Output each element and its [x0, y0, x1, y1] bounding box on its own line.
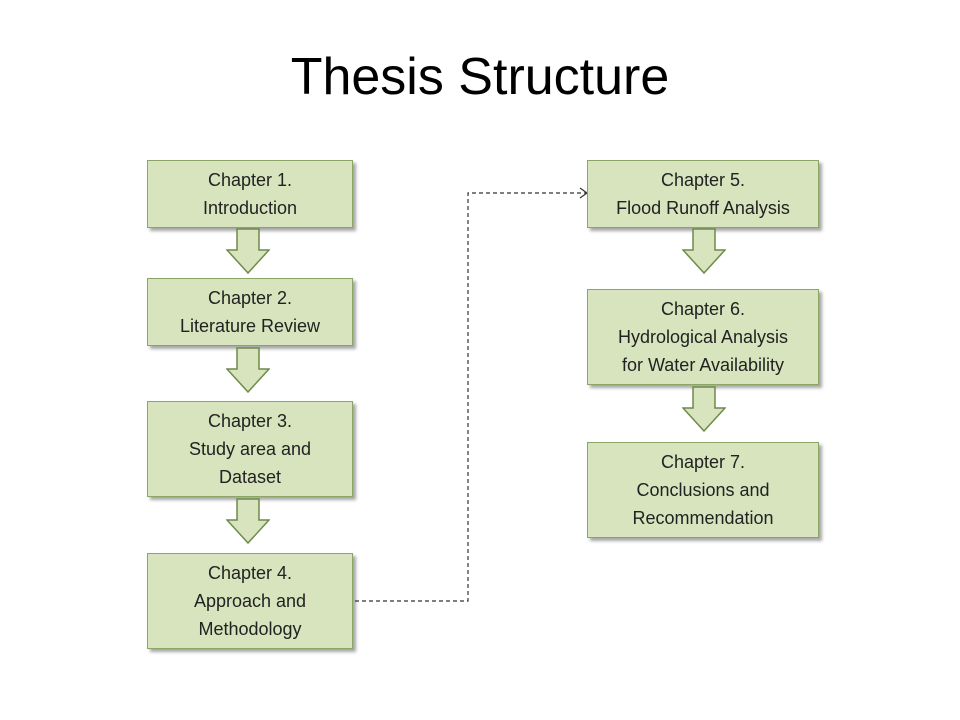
chapter-3-title-line-1: Study area and [188, 439, 312, 459]
chapter-6-title-line-1: Hydrological Analysis [617, 327, 789, 347]
chapter-4-box: Chapter 4. Approach and Methodology [147, 553, 353, 649]
chapter-5-number: Chapter 5. [660, 170, 746, 190]
chapter-3-number: Chapter 3. [207, 411, 293, 431]
chapter-1-title: Introduction [202, 198, 298, 218]
down-arrow-icon [682, 228, 726, 274]
chapter-2-box: Chapter 2. Literature Review [147, 278, 353, 346]
chapter-6-box: Chapter 6. Hydrological Analysis for Wat… [587, 289, 819, 385]
chapter-2-number: Chapter 2. [207, 288, 293, 308]
chapter-7-number: Chapter 7. [660, 452, 746, 472]
chapter-1-box: Chapter 1. Introduction [147, 160, 353, 228]
chapter-4-number: Chapter 4. [207, 563, 293, 583]
chapter-4-title-line-1: Approach and [193, 591, 307, 611]
chapter-7-title-line-2: Recommendation [632, 508, 774, 528]
chapter-7-title-line-1: Conclusions and [636, 480, 770, 500]
chapter-2-title: Literature Review [179, 316, 321, 336]
chapter-4-title-line-2: Methodology [198, 619, 302, 639]
chapter-5-title: Flood Runoff Analysis [616, 198, 790, 218]
chapter-5-box: Chapter 5. Flood Runoff Analysis [587, 160, 819, 228]
chapter-1-number: Chapter 1. [207, 170, 293, 190]
chapter-6-number: Chapter 6. [660, 299, 746, 319]
chapter-7-box: Chapter 7. Conclusions and Recommendatio… [587, 442, 819, 538]
down-arrow-icon [226, 498, 270, 544]
down-arrow-icon [226, 347, 270, 393]
chapter-6-title-line-2: for Water Availability [621, 355, 785, 375]
chapter-3-box: Chapter 3. Study area and Dataset [147, 401, 353, 497]
slide-title: Thesis Structure [290, 48, 670, 106]
down-arrow-icon [226, 228, 270, 274]
down-arrow-icon [682, 386, 726, 432]
chapter-3-title-line-2: Dataset [218, 467, 282, 487]
